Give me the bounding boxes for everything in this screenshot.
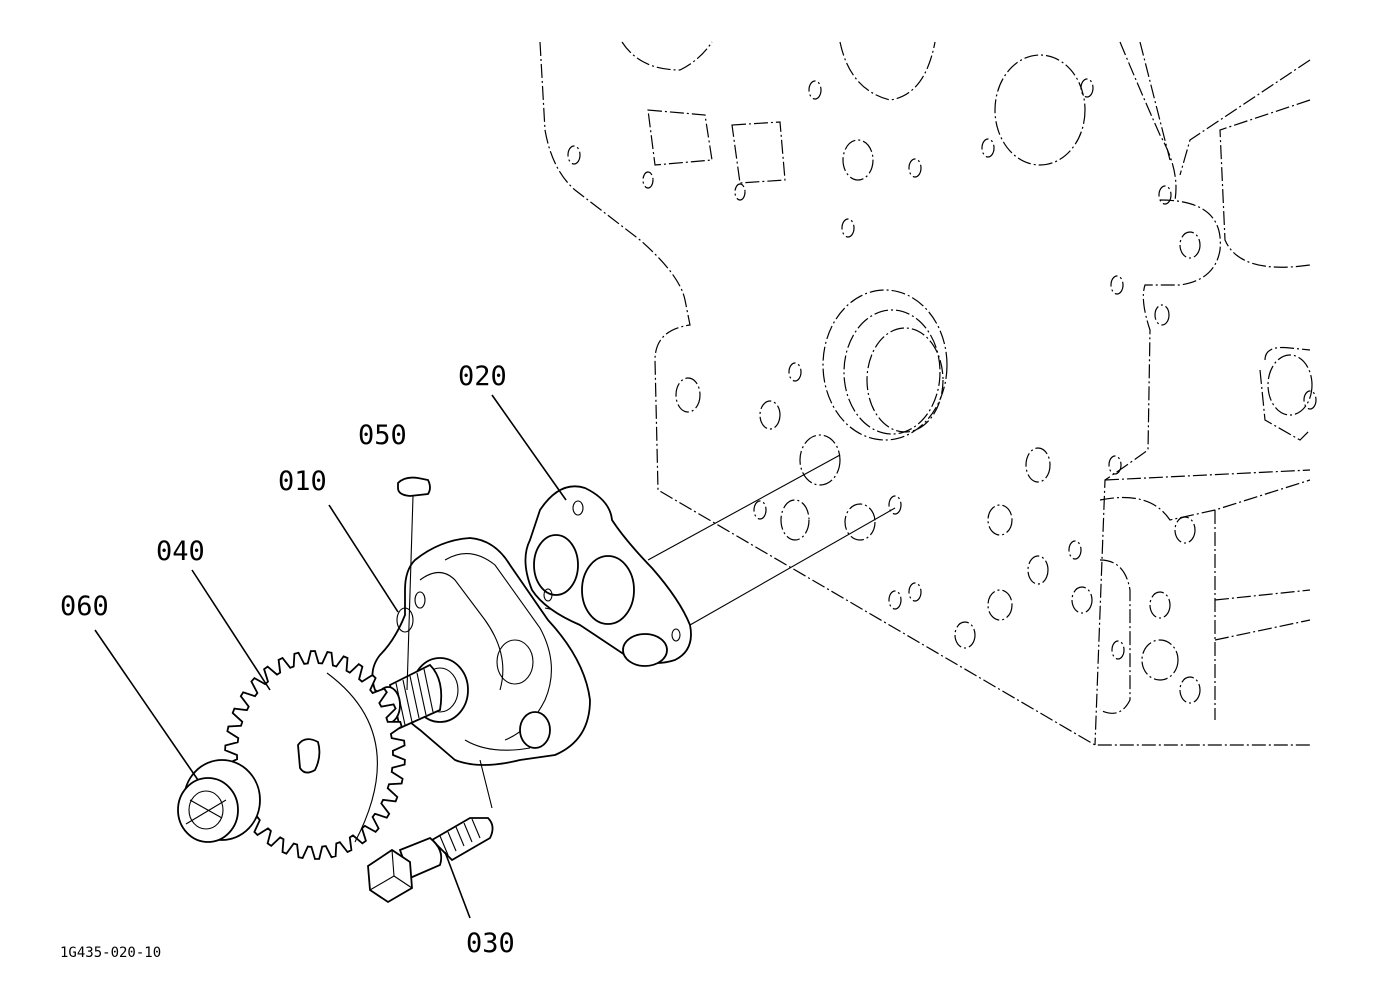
engine-block-outline xyxy=(539,41,1317,746)
callout-040: 040 xyxy=(156,536,205,567)
callout-060: 060 xyxy=(60,591,109,622)
key-part-050 xyxy=(397,476,431,691)
callout-010: 010 xyxy=(278,466,327,497)
oil-pump-part-010 xyxy=(371,537,591,766)
gasket-part-020 xyxy=(524,485,692,667)
leader-lines xyxy=(94,394,567,919)
nut-part-060 xyxy=(177,759,261,843)
drawing-code: 1G435-020-10 xyxy=(60,945,161,961)
callout-labels: 010 020 030 040 050 060 xyxy=(60,361,515,959)
bolt-part-030 xyxy=(367,759,494,904)
callout-030: 030 xyxy=(466,928,515,959)
callout-020: 020 xyxy=(458,361,507,392)
gear-part-040 xyxy=(224,650,406,860)
callout-050: 050 xyxy=(358,420,407,451)
